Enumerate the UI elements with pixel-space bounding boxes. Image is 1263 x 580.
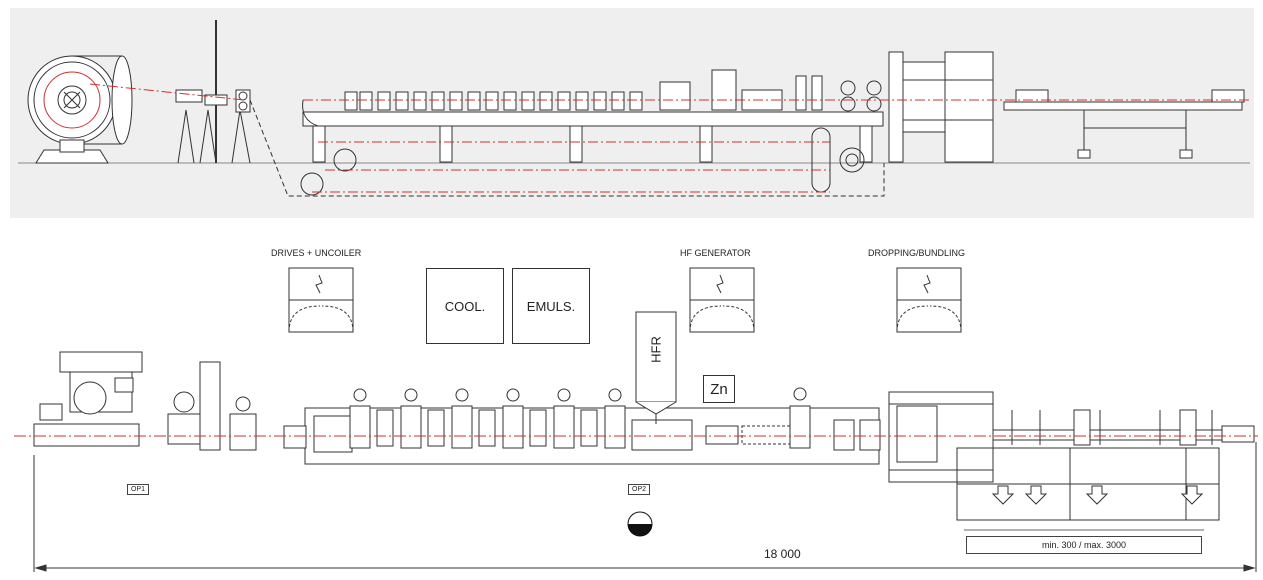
bundling-table-plan-icon: [956, 409, 1255, 521]
label-dropping-bundling: DROPPING/BUNDLING: [868, 248, 966, 258]
plan-view: [33, 311, 1255, 521]
cabinet-dropping-bundling: [896, 267, 962, 333]
dimension-line: [33, 442, 1257, 572]
cutoff-saw-icon: [888, 51, 994, 163]
op2-tag: OP2: [628, 484, 651, 495]
cabinet-drives-uncoiler: [288, 267, 354, 333]
roll-former-bed: [300, 99, 884, 196]
operator-position-icon: [627, 511, 653, 537]
drop-arrows-icon: [991, 485, 1204, 505]
straightener-plan-icon: [167, 361, 257, 451]
length-range-label: min. 300 / max. 3000: [966, 536, 1202, 554]
hfr-tower: [635, 311, 677, 403]
coolant-box: COOL.: [426, 268, 504, 344]
roll-stands-icon: [344, 69, 882, 112]
uncoiler-reel-icon: [27, 55, 133, 164]
op1-tag: OP1: [127, 484, 150, 495]
uncoiler-plan-icon: [33, 351, 143, 447]
roll-former-plan-icon: [283, 387, 881, 465]
cutoff-plan-icon: [888, 391, 994, 483]
cabinet-hf-generator: [689, 267, 755, 333]
zinc-box: Zn: [703, 375, 735, 403]
total-length-label: 18 000: [764, 547, 801, 561]
side-view: [18, 20, 1250, 197]
label-drives-uncoiler: DRIVES + UNCOILER: [271, 248, 362, 258]
runout-table-icon: [1003, 89, 1245, 159]
strip-loop: [249, 99, 885, 197]
cabinets: [288, 267, 962, 333]
emulsion-box: EMULS.: [512, 268, 590, 344]
label-hf-generator: HF GENERATOR: [680, 248, 751, 258]
hfr-label: HFR: [648, 336, 664, 363]
